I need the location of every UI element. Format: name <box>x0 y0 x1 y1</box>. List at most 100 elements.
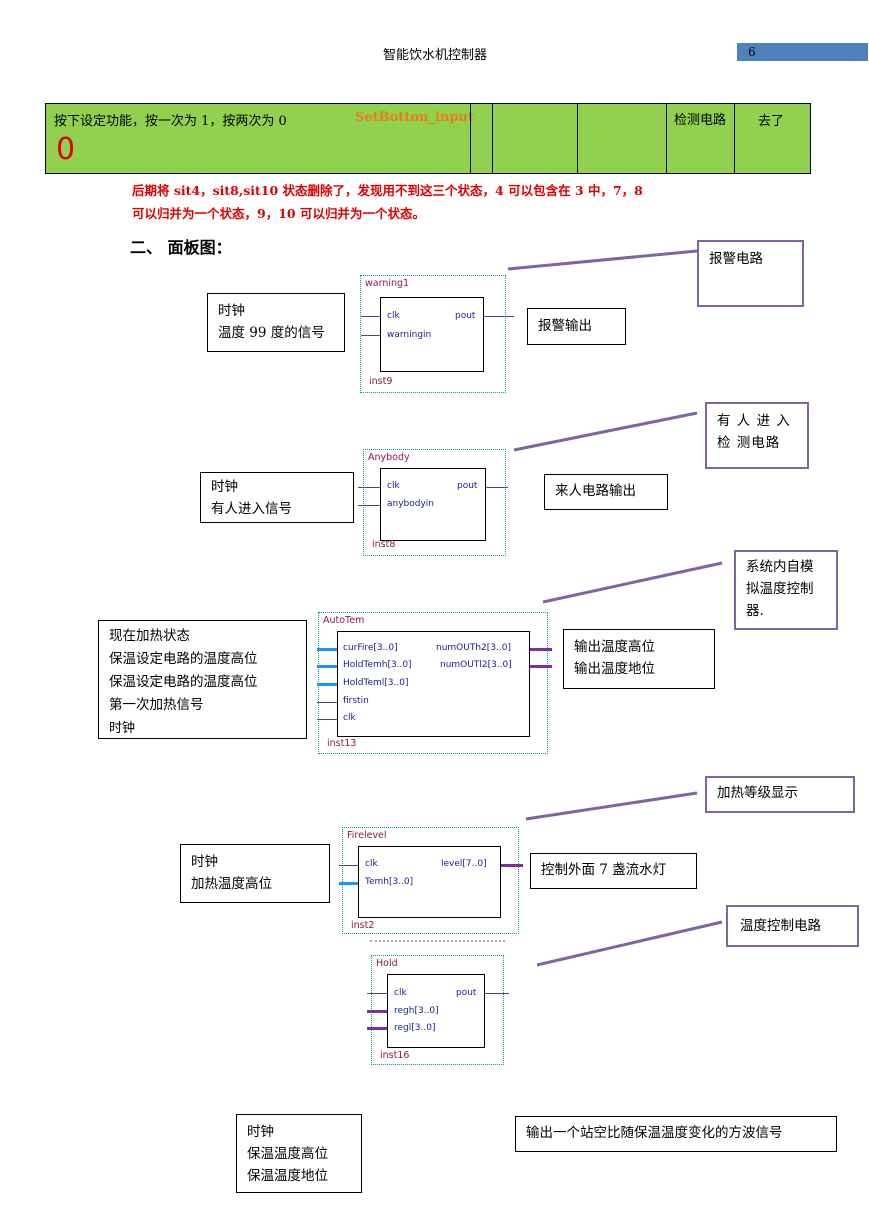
desc-line: 控制外面 7 盏流水灯 <box>541 862 667 878</box>
desc-line: 时钟 <box>211 479 238 495</box>
port-label: clk <box>343 713 356 723</box>
input-wire <box>317 719 337 720</box>
port-label: Temh[3..0] <box>365 877 414 887</box>
desc-line: 保温设定电路的温度高位 <box>109 674 258 690</box>
port-label: curFire[3..0] <box>343 643 398 653</box>
input-wire <box>361 316 380 317</box>
section-heading: 二、 面板图： <box>130 238 232 257</box>
table-cell-value: 0 <box>56 132 76 167</box>
note-line-1: 后期将 sit4，sit8,sit10 状态删除了，发现用不到这三个状态，4 可… <box>132 183 643 198</box>
input-wire <box>361 335 380 336</box>
table-divider <box>470 104 471 173</box>
desc-line: 有人进入信号 <box>211 501 292 517</box>
desc-line: 温度 99 度的信号 <box>218 325 325 341</box>
output-wire <box>486 487 508 488</box>
port-label: warningin <box>387 330 432 340</box>
port-label: clk <box>365 859 378 869</box>
table-divider <box>577 104 578 173</box>
component-anybody[interactable]: Anybody clk anybodyin pout inst8 <box>358 449 508 556</box>
component-warning[interactable]: warning1 clk warningin pout inst9 <box>360 275 514 393</box>
page-number: 6 <box>748 45 756 59</box>
component-name: AutoTem <box>323 615 365 626</box>
component-body <box>380 297 484 372</box>
port-label: HoldTemh[3..0] <box>343 660 412 670</box>
port-label: clk <box>387 481 400 491</box>
port-label: anybodyin <box>387 499 435 509</box>
input-bus <box>339 882 358 885</box>
hold-output-desc: 输出一个站空比随保温温度变化的方波信号 <box>515 1116 837 1152</box>
callout-hold-circuit: 温度控制电路 <box>726 905 859 947</box>
callout-firelevel-circuit: 加热等级显示 <box>705 776 855 813</box>
callout-anybody-circuit: 有 人 进 入 检 测电路 <box>705 402 809 469</box>
desc-line: 时钟 <box>191 854 218 870</box>
output-wire <box>484 316 514 317</box>
port-label: numOUTl2[3..0] <box>440 660 512 670</box>
input-wire <box>317 702 337 703</box>
table-cell-signal: SetBotton_input <box>355 110 474 125</box>
output-bus <box>501 864 523 867</box>
callout-text: 温度控制电路 <box>740 918 821 934</box>
instance-label: inst8 <box>372 539 396 550</box>
dotted-separator <box>370 940 505 942</box>
desc-line: 现在加热状态 <box>109 628 190 644</box>
input-wire <box>367 993 387 994</box>
port-label: numOUTh2[3..0] <box>436 643 511 653</box>
component-firelevel[interactable]: Firelevel clk Temh[3..0] level[7..0] ins… <box>339 827 523 934</box>
port-label: clk <box>394 988 407 998</box>
firelevel-input-desc: 时钟 加热温度高位 <box>180 844 330 903</box>
desc-line: 时钟 <box>218 303 245 319</box>
component-hold[interactable]: Hold clk regh[3..0] regl[3..0] pout inst… <box>367 955 509 1065</box>
port-label: regh[3..0] <box>394 1006 439 1016</box>
desc-line: 保温温度高位 <box>247 1146 328 1162</box>
table-divider <box>492 104 493 173</box>
instance-label: inst16 <box>380 1050 410 1061</box>
desc-line: 加热温度高位 <box>191 876 272 892</box>
state-table-row: 按下设定功能，按一次为 1，按两次为 0 SetBotton_input 0 检… <box>45 103 811 174</box>
component-autotem[interactable]: AutoTem curFire[3..0] HoldTemh[3..0] Hol… <box>317 612 552 754</box>
port-label: pout <box>455 311 476 321</box>
table-cell-detect: 检测电路 <box>674 113 727 128</box>
port-label: level[7..0] <box>441 859 487 869</box>
component-body <box>358 846 501 918</box>
instance-label: inst9 <box>369 376 393 387</box>
input-wire <box>339 865 358 866</box>
page-header-title: 智能饮水机控制器 <box>383 48 488 63</box>
input-bus <box>367 1027 387 1030</box>
desc-line: 时钟 <box>109 721 136 736</box>
port-label: pout <box>456 988 477 998</box>
component-name: Hold <box>376 958 398 969</box>
callout-text: 加热等级显示 <box>717 785 798 801</box>
input-bus <box>367 1010 387 1013</box>
warning-input-desc: 时钟 温度 99 度的信号 <box>207 293 345 352</box>
autotem-input-desc: 现在加热状态 保温设定电路的温度高位 保温设定电路的温度高位 第一次加热信号 时… <box>98 620 307 739</box>
port-label: clk <box>387 311 400 321</box>
desc-line: 来人电路输出 <box>555 483 636 499</box>
desc-line: 输出一个站空比随保温温度变化的方波信号 <box>526 1125 783 1141</box>
component-name: warning1 <box>365 278 410 289</box>
input-wire <box>358 505 380 506</box>
desc-line: 保温设定电路的温度高位 <box>109 651 258 667</box>
output-bus <box>530 648 552 651</box>
table-divider <box>666 104 667 173</box>
warning-output-desc: 报警输出 <box>527 308 626 345</box>
port-label: HoldTeml[3..0] <box>343 678 409 688</box>
firelevel-output-desc: 控制外面 7 盏流水灯 <box>530 853 697 889</box>
component-name: Anybody <box>368 452 410 463</box>
component-body <box>337 631 530 737</box>
instance-label: inst2 <box>351 920 375 931</box>
table-cell-description: 按下设定功能，按一次为 1，按两次为 0 <box>54 114 287 129</box>
desc-line: 输出温度高位 <box>574 639 655 655</box>
callout-warning-circuit: 报警电路 <box>697 240 804 307</box>
input-bus <box>317 665 337 668</box>
input-wire <box>358 487 380 488</box>
desc-line: 时钟 <box>247 1124 274 1140</box>
callout-text: 系统内自模拟温度控制器. <box>746 559 814 619</box>
component-body <box>380 468 486 541</box>
callout-text: 有 人 进 入 检 测电路 <box>717 413 791 451</box>
desc-line: 保温温度地位 <box>247 1168 328 1184</box>
hold-input-desc: 时钟 保温温度高位 保温温度地位 <box>236 1114 362 1193</box>
table-divider <box>734 104 735 173</box>
desc-line: 输出温度地位 <box>574 661 655 677</box>
page-number-bar <box>737 43 868 61</box>
